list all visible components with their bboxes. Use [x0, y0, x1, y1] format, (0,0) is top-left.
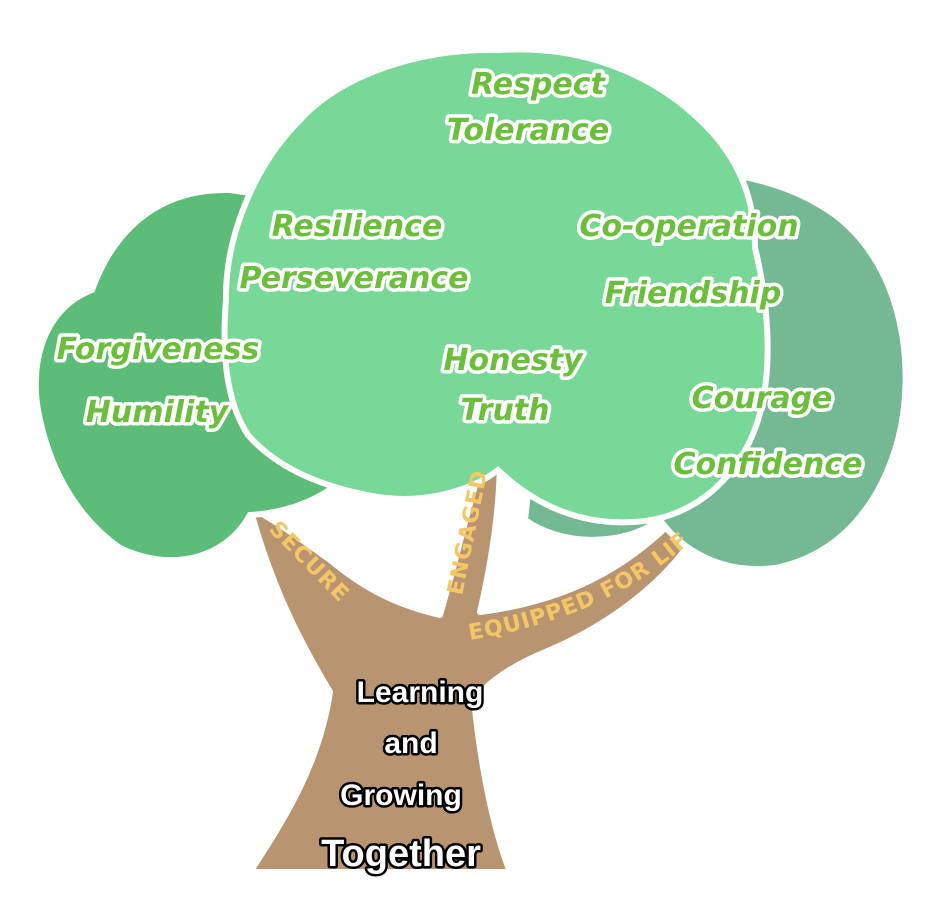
value-perseverance: Perseverance	[240, 261, 469, 296]
value-forgiveness: Forgiveness	[57, 332, 260, 367]
canopy-main	[221, 46, 771, 526]
value-friendship: Friendship	[605, 276, 781, 311]
value-courage: Courage	[692, 381, 833, 416]
value-resilience: Resilience	[272, 209, 443, 244]
trunk-word-growing: Growing	[340, 779, 462, 812]
value-truth: Truth	[460, 393, 549, 428]
tree-canopy	[32, 46, 909, 573]
trunk-word-and: and	[384, 727, 437, 760]
value-respect: Respect	[471, 67, 606, 102]
value-confidence: Confidence	[674, 447, 863, 482]
trunk-word-together: Together	[321, 833, 481, 875]
value-tolerance: Tolerance	[447, 113, 609, 148]
value-co-operation: Co-operation	[579, 209, 798, 244]
value-humility: Humility	[86, 395, 230, 430]
trunk-word-learning: Learning	[357, 676, 484, 709]
value-honesty: Honesty	[443, 343, 584, 378]
trunk-caption: Learning and Growing Together	[319, 674, 486, 878]
value-words: Respect Tolerance Resilience Perseveranc…	[53, 64, 866, 486]
